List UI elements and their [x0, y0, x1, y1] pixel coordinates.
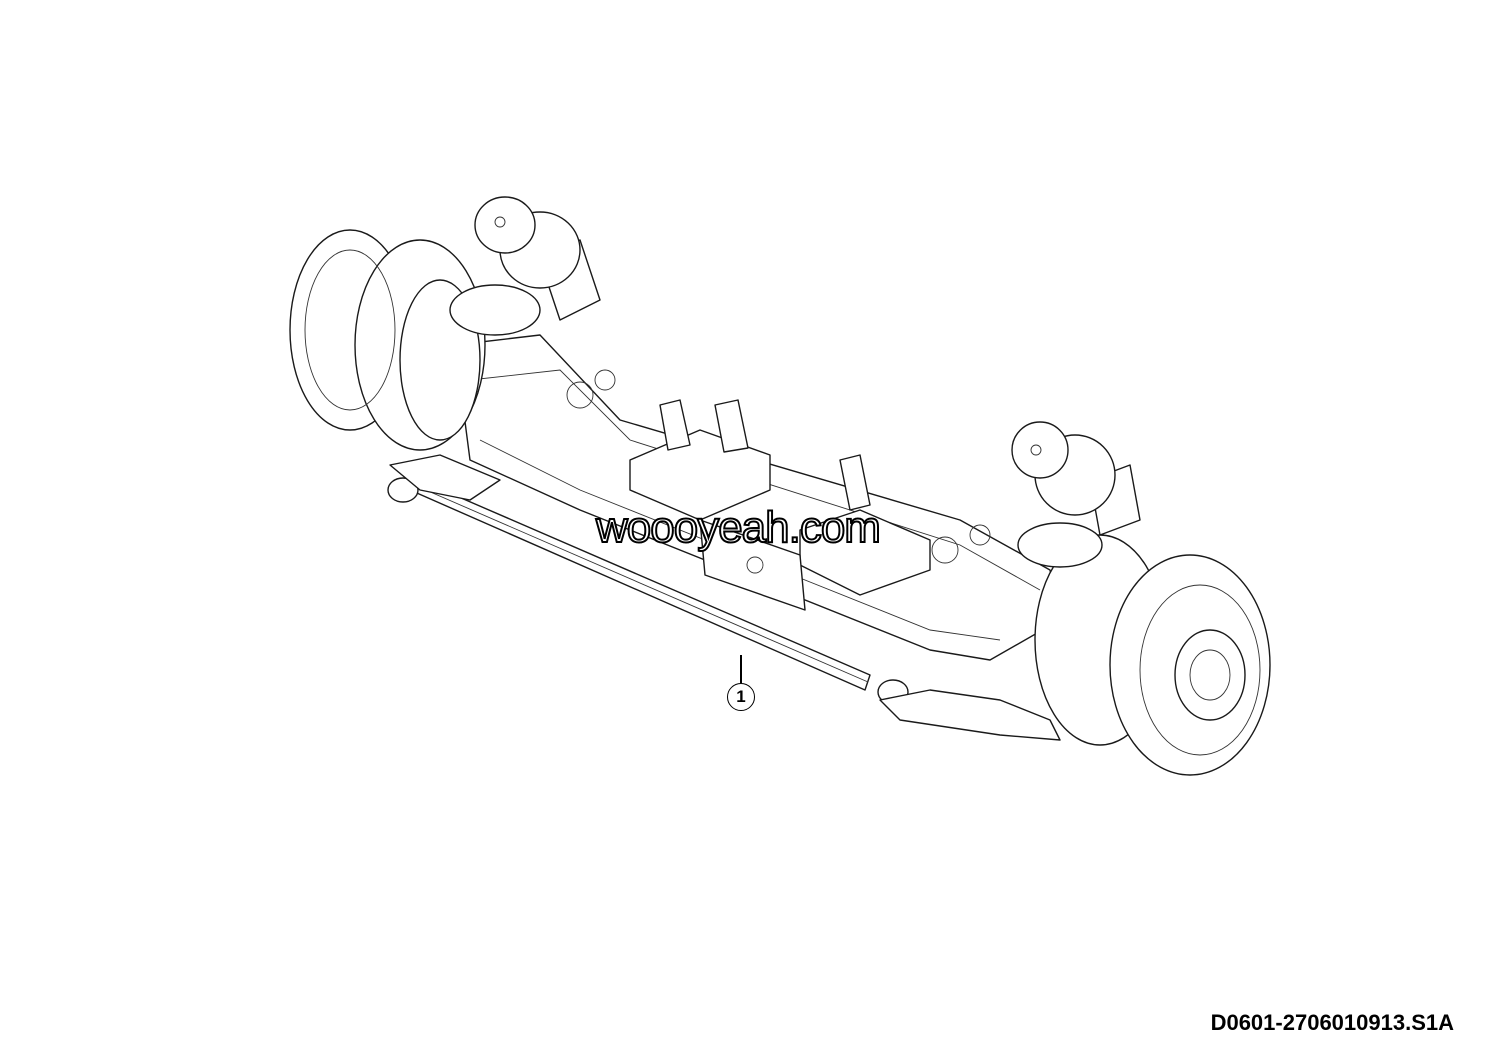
callout-1: 1	[727, 683, 755, 711]
tie-rod	[387, 454, 1061, 741]
right-brake-chamber	[1011, 421, 1141, 568]
watermark: woooyeah.com	[595, 502, 882, 553]
axle-beam	[454, 334, 1061, 661]
right-wheel-hub	[1034, 534, 1271, 776]
drawing-code: D0601-2706010913.S1A	[1210, 1010, 1454, 1035]
left-brake-chamber	[449, 196, 601, 336]
left-wheel-hub	[289, 229, 486, 451]
callout-leader-line	[740, 655, 742, 683]
